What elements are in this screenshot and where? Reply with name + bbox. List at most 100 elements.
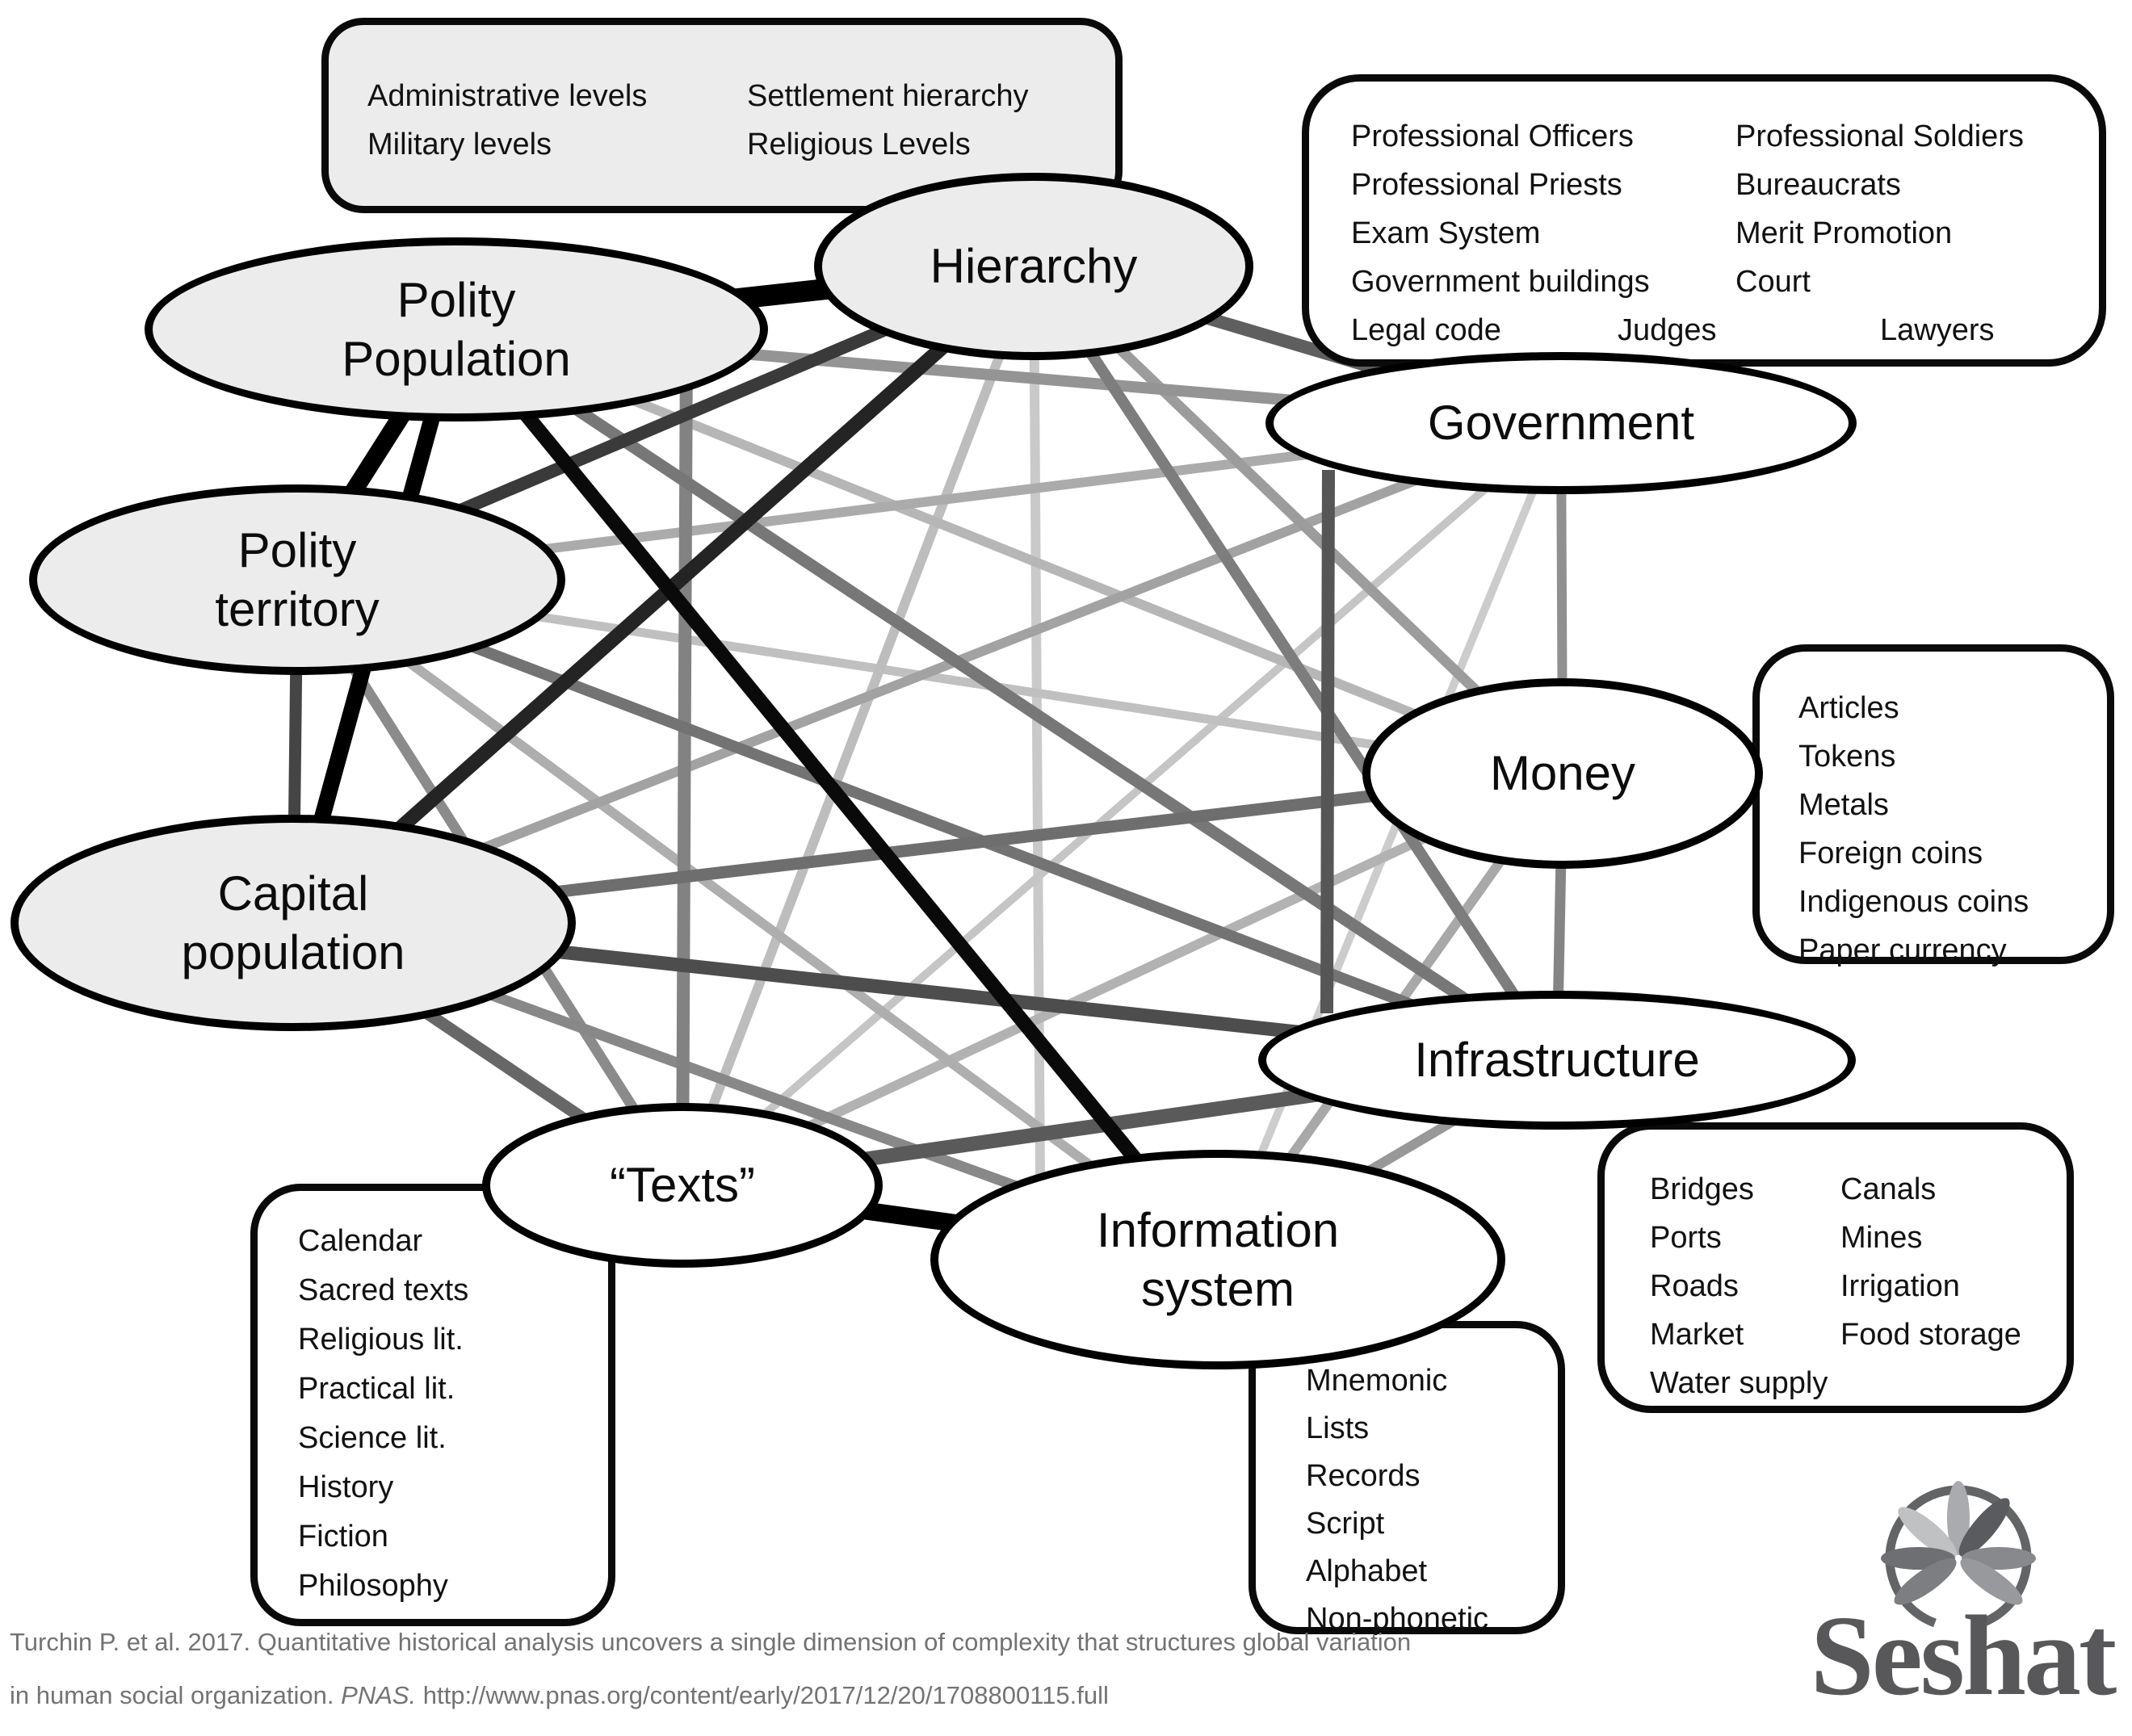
box-item: Professional Priests bbox=[1351, 167, 1622, 202]
box-item: Bridges bbox=[1650, 1172, 1754, 1206]
box-row: Administrative levels Settlement hierarch… bbox=[367, 72, 1115, 120]
node-IS: Information system bbox=[930, 1150, 1505, 1369]
box-item: Irrigation bbox=[1840, 1268, 1960, 1303]
box-row: Bridges Canals bbox=[1650, 1165, 2067, 1214]
seshat-flower-icon bbox=[1881, 1481, 2036, 1628]
box-row: Legal code Judges Lawyers bbox=[1351, 306, 2099, 354]
box-item: Mnemonic bbox=[1306, 1364, 1448, 1398]
box-item: Legal code bbox=[1351, 312, 1501, 347]
box-item: Roads bbox=[1650, 1268, 1739, 1303]
box-item: Religious lit. bbox=[298, 1323, 464, 1357]
node-label: Polity territory bbox=[215, 522, 380, 636]
node-label: Information system bbox=[1096, 1202, 1340, 1316]
seshat-wordmark: Seshat bbox=[1810, 1591, 2117, 1719]
box-row: Script bbox=[1306, 1500, 1558, 1548]
box-row: Military levels Religious Levels bbox=[367, 120, 1115, 169]
box-item: Canals bbox=[1840, 1172, 1937, 1206]
box-item: Market bbox=[1650, 1317, 1744, 1352]
box-item: Military levels bbox=[367, 127, 552, 161]
edge-PP-TX bbox=[676, 341, 693, 1186]
box-item: Bureaucrats bbox=[1735, 167, 1901, 202]
node-PP: Polity Population bbox=[145, 237, 768, 421]
edge-PP-IS bbox=[451, 325, 1223, 1264]
box-row: Paper currency bbox=[1798, 926, 2107, 975]
edge-H-IF bbox=[1029, 263, 1562, 1063]
box-item: Fiction bbox=[298, 1520, 388, 1554]
box-item: Metals bbox=[1798, 787, 1889, 822]
box-row: Religious lit. bbox=[298, 1315, 608, 1365]
box-item: Calendar bbox=[298, 1224, 423, 1258]
box-item: Administrative levels bbox=[367, 78, 648, 113]
edge-PP-IF bbox=[452, 324, 1561, 1066]
box-item: Alphabet bbox=[1306, 1554, 1428, 1588]
box-item: Tokens bbox=[1798, 739, 1896, 774]
edge-H-IS bbox=[1029, 266, 1045, 1180]
node-GV: Government bbox=[1265, 352, 1857, 494]
box-row: Roads Irrigation bbox=[1650, 1262, 2067, 1310]
node-label: Money bbox=[1489, 746, 1636, 801]
node-label: Government bbox=[1427, 396, 1695, 451]
box-row: Records bbox=[1306, 1453, 1558, 1500]
box-row: Fiction bbox=[298, 1512, 608, 1562]
box-item: Religious Levels bbox=[747, 127, 971, 161]
box-item: Records bbox=[1306, 1459, 1421, 1493]
box-item: Professional Officers bbox=[1351, 119, 1634, 153]
node-TX: “Texts” bbox=[482, 1103, 883, 1268]
box-row: Water supply bbox=[1650, 1359, 2067, 1407]
box-item: Lists bbox=[1306, 1411, 1370, 1445]
box-item: Government buildings bbox=[1351, 264, 1650, 299]
box-item: Paper currency bbox=[1798, 933, 2007, 967]
edge-PT-IF bbox=[295, 574, 1559, 1066]
box-row: Articles bbox=[1798, 684, 2107, 732]
box-row: Calendar bbox=[298, 1217, 608, 1266]
box-item: Lawyers bbox=[1880, 312, 1995, 347]
node-H: Hierarchy bbox=[814, 173, 1253, 360]
box-row: Lists bbox=[1306, 1405, 1558, 1453]
edge-IS-GV bbox=[1214, 421, 1565, 1261]
box-row: Professional Officers Professional Soldie… bbox=[1351, 112, 2099, 161]
node-label: Capital population bbox=[181, 866, 405, 979]
box-item: Professional Soldiers bbox=[1735, 119, 2024, 153]
box-row: Professional Priests Bureaucrats bbox=[1351, 161, 2099, 209]
citation-line-2: in human social organization. PNAS. http… bbox=[10, 1681, 1109, 1710]
box-item: Articles bbox=[1798, 690, 1899, 725]
box-item: Sacred texts bbox=[298, 1273, 469, 1307]
box-row: Indigenous coins bbox=[1798, 878, 2107, 926]
edge-PT-IS bbox=[294, 576, 1221, 1264]
box-row: Market Food storage bbox=[1650, 1310, 2067, 1359]
box-item: Foreign coins bbox=[1798, 836, 1983, 870]
edge-H-CP bbox=[288, 261, 1039, 929]
government-variables-box: Professional Officers Professional Soldie… bbox=[1302, 74, 2106, 367]
box-row: Metals bbox=[1798, 781, 2107, 829]
citation-journal: PNAS. bbox=[341, 1681, 417, 1709]
box-row: Mnemonic bbox=[1306, 1357, 1558, 1405]
logo-petal bbox=[1894, 1558, 1957, 1605]
edge-TX-GV bbox=[679, 420, 1564, 1189]
box-item: Philosophy bbox=[298, 1569, 448, 1603]
box-item: Science lit. bbox=[298, 1421, 447, 1455]
box-item: Judges bbox=[1618, 312, 1717, 347]
box-item: Settlement hierarchy bbox=[747, 78, 1029, 113]
citation-line-1: Turchin P. et al. 2017. Quantitative his… bbox=[10, 1628, 1412, 1656]
logo-petal bbox=[1947, 1481, 1970, 1555]
box-row: History bbox=[298, 1463, 608, 1512]
logo-petal bbox=[1960, 1558, 2023, 1605]
box-item: Food storage bbox=[1840, 1317, 2021, 1352]
node-label: Hierarchy bbox=[930, 239, 1138, 294]
citation-line-2-pre: in human social organization. bbox=[10, 1681, 342, 1709]
box-item: Exam System bbox=[1351, 216, 1541, 250]
node-MO: Money bbox=[1362, 678, 1763, 869]
node-label: Infrastructure bbox=[1414, 1033, 1700, 1088]
node-IF: Infrastructure bbox=[1258, 991, 1856, 1130]
edge-H-TX bbox=[678, 264, 1039, 1188]
box-item: Non-phonetic bbox=[1306, 1602, 1489, 1636]
box-item: Court bbox=[1735, 264, 1811, 299]
box-item: History bbox=[298, 1470, 394, 1504]
logo-petal bbox=[1898, 1507, 1958, 1558]
